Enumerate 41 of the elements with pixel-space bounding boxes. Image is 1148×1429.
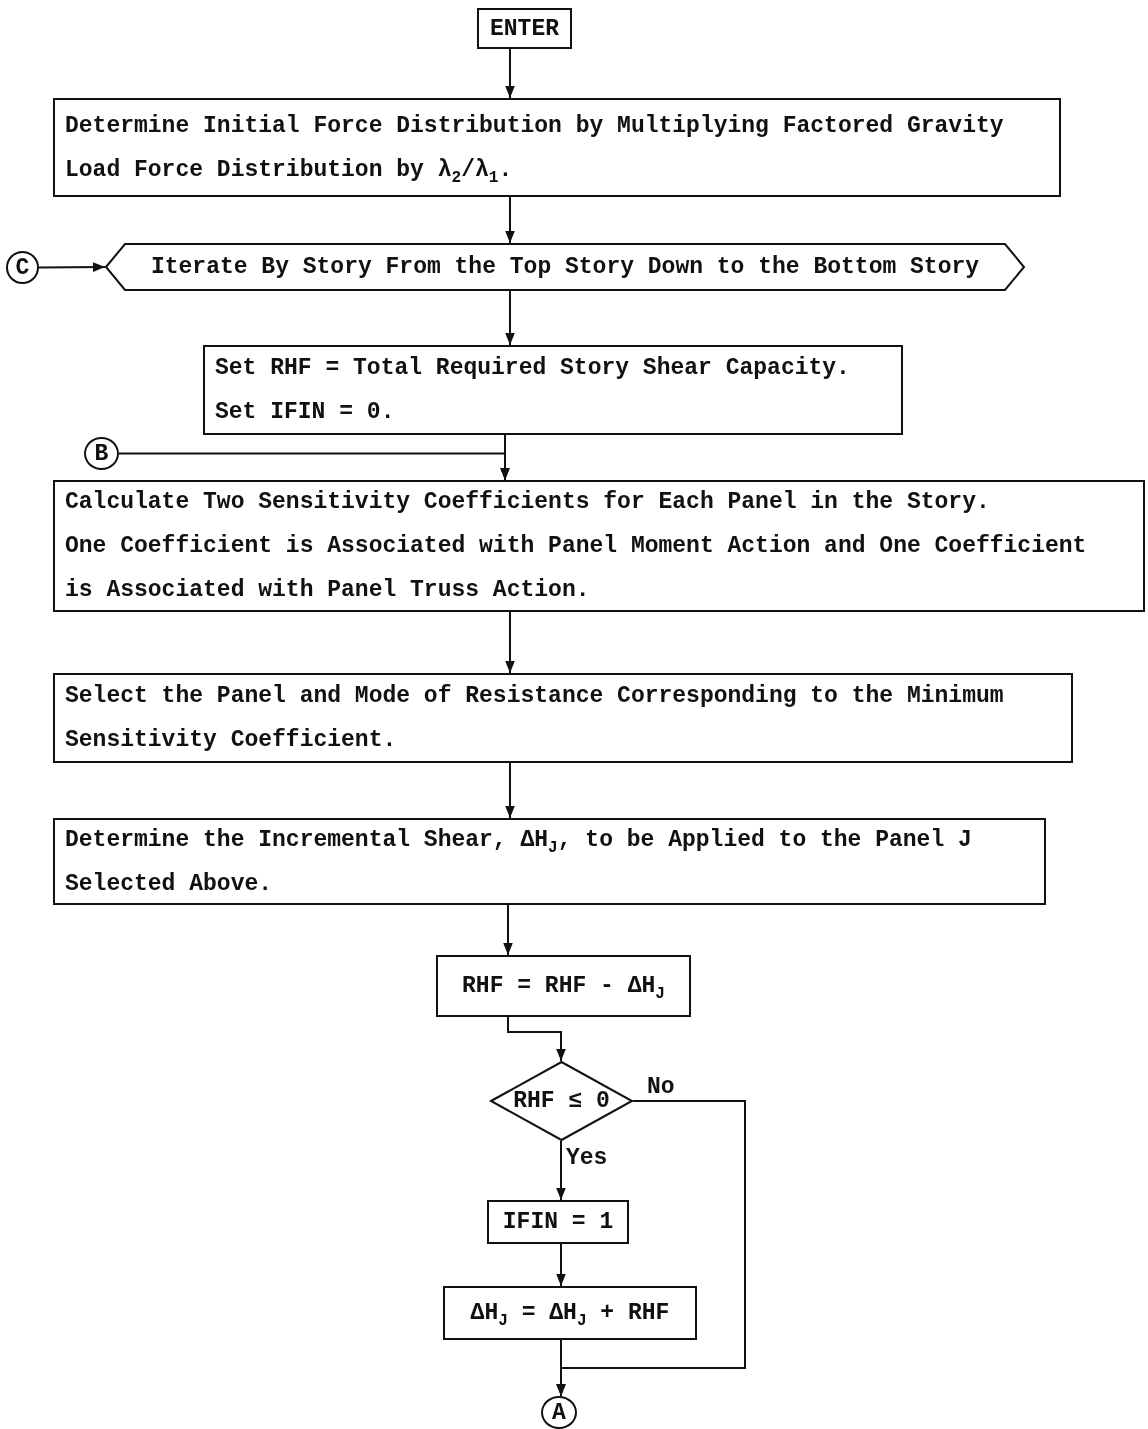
process-box bbox=[443, 1286, 697, 1340]
start-box bbox=[477, 8, 572, 49]
arrow bbox=[505, 611, 515, 674]
node-text: Select the Panel and Mode of Resistance Corresponding to the Minimum Sensitivity Coefficient. bbox=[65, 682, 1005, 755]
arrow bbox=[38, 262, 106, 272]
node-text: Determine Initial Force Distribution by Multiplying Factored Gravity Load Force Distribution by λ$_{2}$/λ$_{1}$. bbox=[65, 111, 1005, 189]
process-box bbox=[203, 345, 903, 435]
node-text: RHF = RHF - ΔH$_{J}$ bbox=[462, 972, 665, 1005]
arrow bbox=[505, 196, 515, 244]
decision-diamond bbox=[490, 1061, 633, 1141]
arrow bbox=[503, 904, 513, 956]
process-box bbox=[53, 480, 1145, 612]
connector-circle bbox=[6, 251, 39, 284]
node-text: One Coefficient is Associated with Panel Moment Action and One Coefficient is Associated with Panel Truss Action. bbox=[65, 532, 1088, 605]
node-text: Iterate By Story From the Top Story Down to the Bottom Story bbox=[150, 253, 980, 282]
node-text: B bbox=[94, 440, 109, 467]
arrow bbox=[505, 290, 515, 346]
connector-circle bbox=[541, 1396, 577, 1429]
process-box bbox=[53, 98, 1061, 197]
node-text: Calculate Two Sensitivity Coefficients for Each Panel in the Story. bbox=[65, 488, 991, 517]
node-text: RHF ≤ 0 bbox=[513, 1087, 610, 1116]
arrow bbox=[505, 48, 515, 99]
node-text: A bbox=[552, 1399, 566, 1426]
node-text: C bbox=[15, 254, 30, 281]
arrow bbox=[556, 1339, 566, 1397]
process-box bbox=[436, 955, 691, 1017]
node-text: Set RHF = Total Required Story Shear Capacity. bbox=[215, 354, 851, 383]
node-text: ENTER bbox=[490, 14, 559, 44]
connector-circle bbox=[84, 437, 119, 470]
node-text: IFIN = 1 bbox=[502, 1208, 614, 1237]
node-text: ΔH$_{J}$ = ΔH$_{J}$ + RHF bbox=[470, 1299, 670, 1332]
arrow bbox=[507, 1016, 566, 1062]
arrow bbox=[118, 452, 510, 481]
arrow bbox=[556, 1140, 566, 1201]
process-box bbox=[53, 673, 1073, 763]
node-text: Determine the Incremental Shear, ΔH$_{J}$, to be Applied to the Panel J Selected Above. bbox=[65, 825, 973, 899]
arrow bbox=[505, 762, 515, 819]
process-box bbox=[53, 818, 1046, 905]
process-box bbox=[487, 1200, 629, 1244]
arrow bbox=[556, 1243, 566, 1287]
node-text: Set IFIN = 0. bbox=[215, 398, 396, 427]
